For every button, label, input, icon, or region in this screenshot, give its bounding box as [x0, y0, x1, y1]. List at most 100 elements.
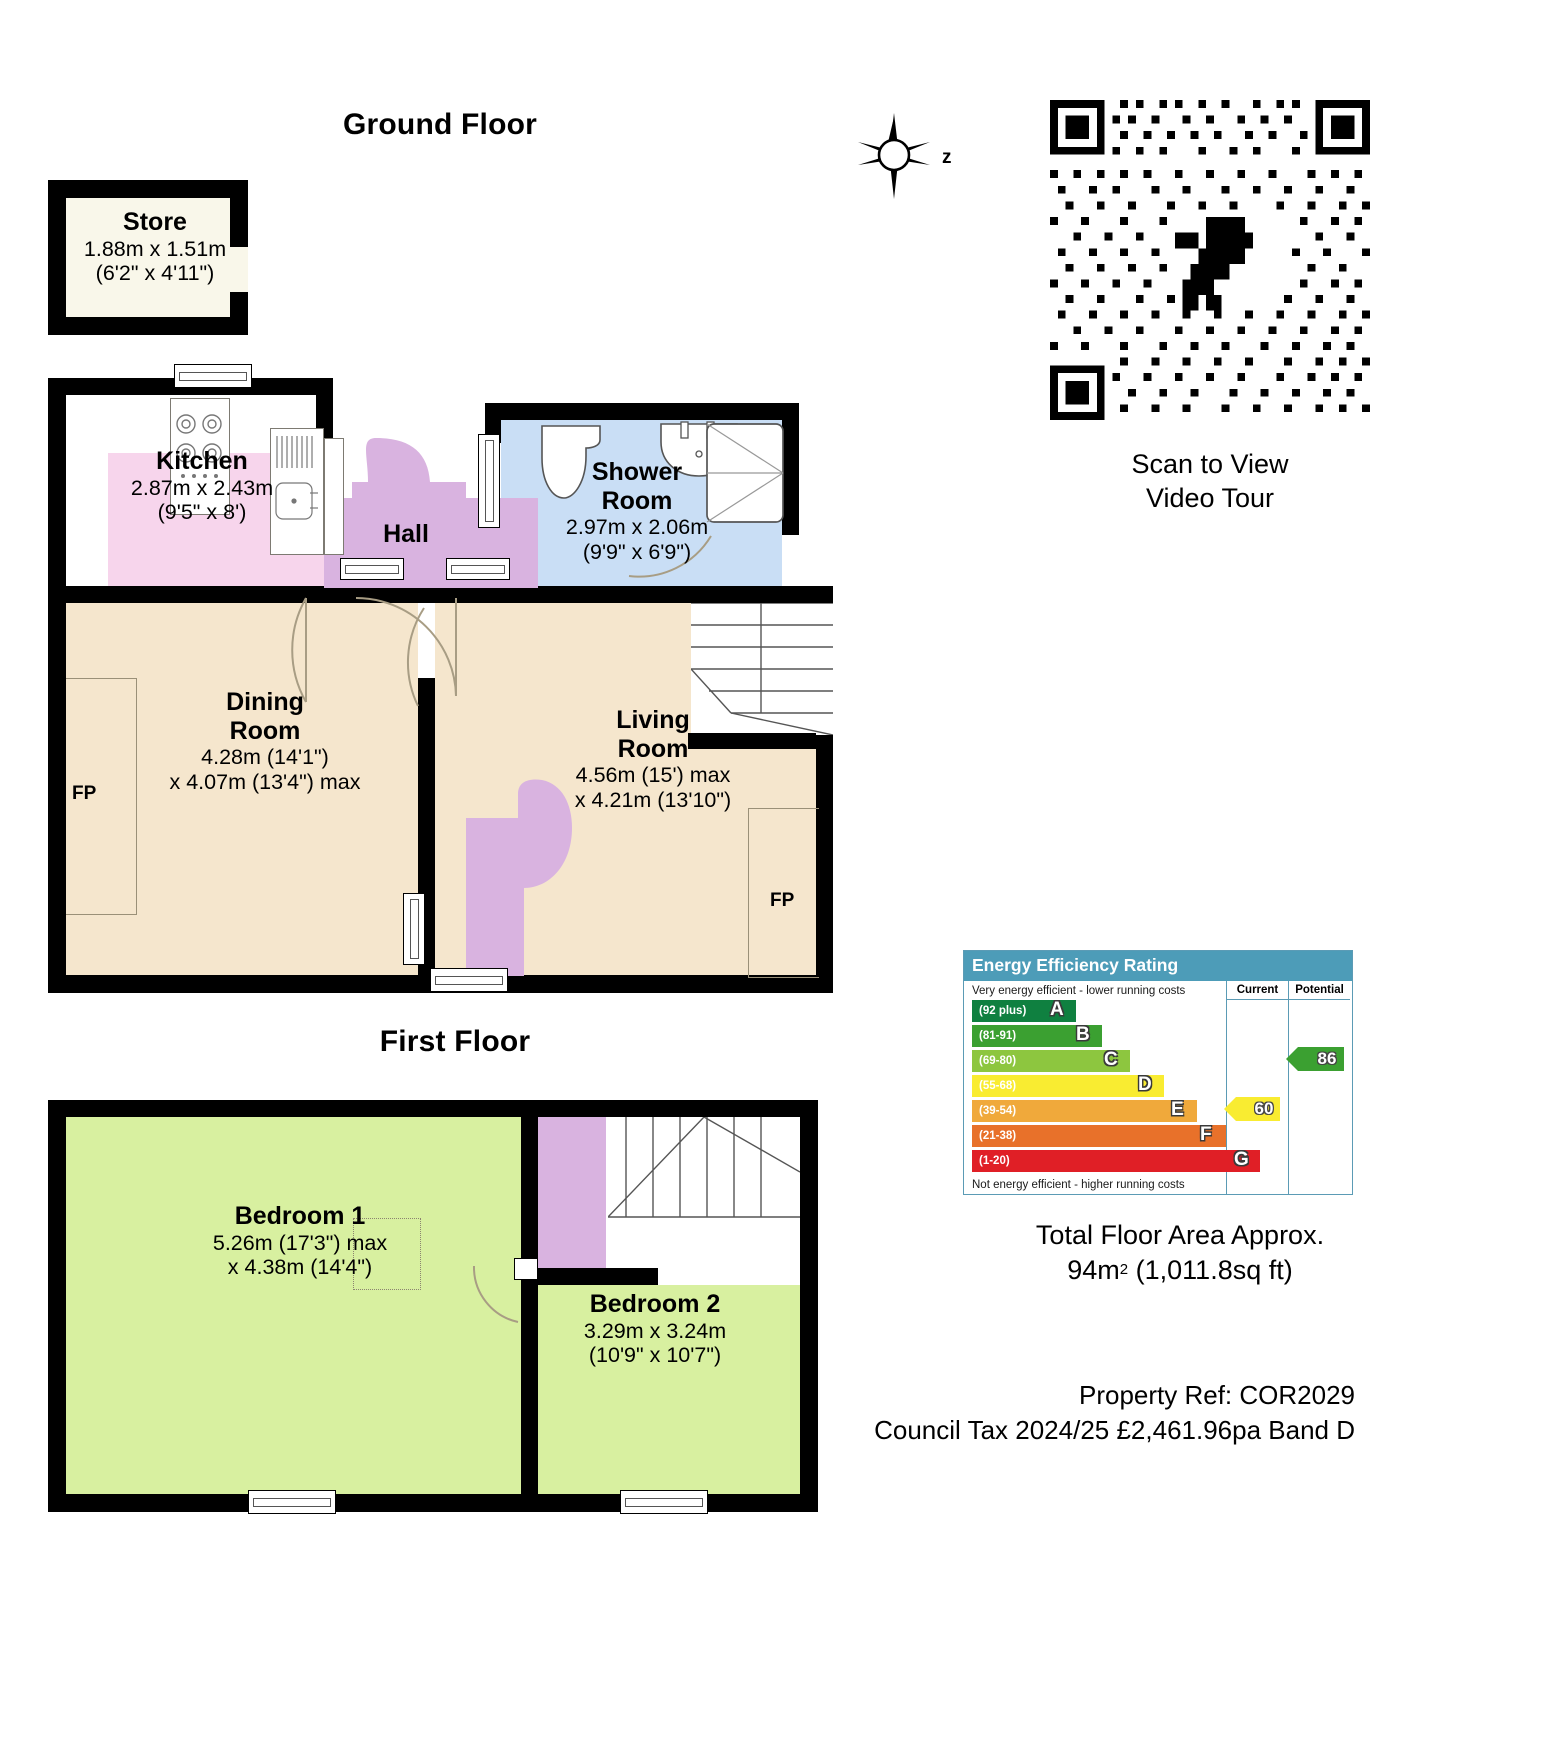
epc-band-bar-a: (92 plus) — [972, 1000, 1076, 1022]
dining-room-dim-imperial: x 4.07m (13'4") max — [169, 769, 361, 794]
shower-tray-icon — [706, 423, 784, 523]
fireplace-right-label: FP — [770, 890, 795, 911]
store-outline — [48, 180, 248, 335]
ff-wall-landing-bottom — [538, 1268, 658, 1285]
epc-band-bar-b: (81-91) — [972, 1025, 1102, 1047]
qr-caption-line2: Video Tour — [1145, 482, 1275, 513]
kitchen-dim-metric: 2.87m x 2.43m — [130, 475, 274, 500]
epc-band-row: (81-91) B — [964, 1024, 1222, 1047]
hall-window-right — [446, 558, 510, 580]
epc-band-range-c: (69-80) — [979, 1055, 1017, 1067]
shower-room-name-line2: Room — [601, 486, 673, 515]
epc-potential-value: 86 — [1286, 1047, 1344, 1071]
epc-band-row: (39-54) E — [964, 1099, 1222, 1122]
bedroom2-dim-imperial: (10'9" x 10'7") — [588, 1343, 722, 1367]
fireplace-right-recess — [748, 808, 819, 978]
fireplace-left-recess — [66, 678, 137, 915]
epc-band-bar-d: (55-68) — [972, 1075, 1164, 1097]
epc-band-letter-a: A — [1050, 999, 1064, 1020]
epc-current-value: 60 — [1224, 1097, 1280, 1121]
compass-label: z — [942, 147, 952, 168]
property-details: Property Ref: COR2029 Council Tax 2024/2… — [755, 1378, 1355, 1448]
shower-room-name-line1: Shower — [591, 458, 683, 486]
epc-band-range-f: (21-38) — [979, 1130, 1017, 1142]
bedroom2-window — [620, 1490, 708, 1514]
bedroom1-dim-metric: 5.26m (17'3") max — [212, 1230, 388, 1255]
dining-room-floor — [66, 603, 418, 975]
gf-wall-shower-right — [782, 403, 799, 518]
epc-band-letter-f: F — [1200, 1124, 1212, 1145]
landing-door-marker — [514, 1258, 538, 1280]
gf-wall-living-top — [668, 586, 833, 603]
dining-room-name-line1: Dining — [226, 688, 304, 716]
hall-name: Hall — [383, 520, 429, 548]
shower-room-label: Shower Room 2.97m x 2.06m (9'9" x 6'9") — [532, 458, 742, 564]
epc-band-range-d: (55-68) — [979, 1080, 1017, 1092]
store-dim-imperial: (6'2" x 4'11") — [95, 261, 215, 285]
compass-rose: z — [830, 95, 980, 220]
qr-code[interactable] — [1050, 100, 1370, 425]
gf-wall-left — [48, 378, 66, 993]
epc-band-row: (1-20) G — [964, 1149, 1260, 1172]
energy-efficiency-chart: Energy Efficiency Rating Current Potenti… — [963, 950, 1353, 1195]
store-label: Store 1.88m x 1.51m (6'2" x 4'11") — [75, 208, 235, 286]
bedroom2-floor — [538, 1285, 800, 1494]
hall-door-arc — [355, 597, 457, 697]
staircase-first-floor — [608, 1117, 800, 1267]
living-room-name-line2: Room — [617, 734, 689, 763]
dining-door-arc — [406, 607, 425, 707]
first-floor-plan — [48, 1100, 818, 1528]
living-room-name-line1: Living — [616, 706, 690, 734]
dining-room-dim-metric: 4.28m (14'1") — [201, 745, 329, 769]
store-wall-right-upper — [230, 180, 248, 247]
kitchen-door-arc — [291, 597, 307, 703]
store-opening — [216, 247, 248, 292]
ff-wall-left — [48, 1100, 66, 1512]
toilet-icon — [541, 425, 601, 499]
epc-column-current-header: Current — [1227, 981, 1288, 1000]
total-floor-area: Total Floor Area Approx. 94m2 (1,011.8sq… — [950, 1218, 1410, 1288]
bedroom1-label: Bedroom 1 5.26m (17'3") max x 4.38m (14'… — [185, 1202, 415, 1280]
store-floor — [66, 198, 230, 317]
bedroom1-name: Bedroom 1 — [234, 1202, 366, 1230]
bedroom2-name: Bedroom 2 — [589, 1290, 721, 1318]
gf-wall-hall-bottom-right — [348, 586, 668, 603]
staircase — [691, 603, 833, 735]
ground-floor-title: Ground Floor — [342, 108, 538, 141]
epc-bottom-note: Not energy efficient - higher running co… — [972, 1179, 1185, 1191]
fireplace-left-label: FP — [72, 783, 97, 804]
epc-band-bar-g: (1-20) — [972, 1150, 1260, 1172]
store-wall-bottom — [48, 317, 248, 335]
total-floor-area-value: 94m — [1067, 1255, 1120, 1286]
kitchen-label: Kitchen 2.87m x 2.43m (9'5" x 8') — [112, 447, 292, 525]
store-name: Store — [123, 208, 187, 236]
epc-band-range-e: (39-54) — [979, 1105, 1017, 1117]
landing-floor-extension — [521, 1210, 599, 1278]
stairs-wall — [688, 733, 816, 749]
bedroom2-label: Bedroom 2 3.29m x 3.24m (10'9" x 10'7") — [555, 1290, 755, 1368]
bedroom1-door-arc — [472, 1265, 519, 1323]
bedroom2-dim-metric: 3.29m x 3.24m — [583, 1318, 727, 1343]
epc-band-letter-g: G — [1234, 1149, 1249, 1170]
council-tax: Council Tax 2024/25 £2,461.96pa Band D — [874, 1415, 1355, 1446]
hallway-window — [403, 893, 425, 965]
dining-room-name-line2: Room — [229, 716, 301, 745]
epc-band-rows: (92 plus) A (81-91) B (69-80) C (55-68) — [964, 999, 1260, 1172]
living-room-label: Living Room 4.56m (15') max x 4.21m (13'… — [528, 706, 778, 812]
epc-title: Energy Efficiency Rating — [964, 951, 1352, 981]
living-room-dim-imperial: x 4.21m (13'10") — [574, 787, 732, 812]
epc-top-note: Very energy efficient - lower running co… — [972, 985, 1186, 997]
property-ref: Property Ref: COR2029 — [1078, 1380, 1355, 1410]
total-floor-area-imperial: (1,011.8sq ft) — [1128, 1255, 1293, 1286]
bedroom1-floor — [66, 1117, 521, 1494]
gf-wall-hall-bottom-left — [48, 586, 348, 603]
epc-band-range-a: (92 plus) — [979, 1005, 1027, 1017]
qr-caption-line1: Scan to View — [1131, 449, 1289, 479]
gf-wall-shower-top — [485, 403, 799, 420]
epc-band-letter-c: C — [1104, 1049, 1118, 1070]
shower-window — [478, 434, 500, 528]
epc-band-range-b: (81-91) — [979, 1030, 1017, 1042]
epc-column-current: Current — [1226, 981, 1288, 1194]
kitchen-name: Kitchen — [156, 447, 248, 475]
first-floor-title: First Floor — [379, 1025, 531, 1058]
